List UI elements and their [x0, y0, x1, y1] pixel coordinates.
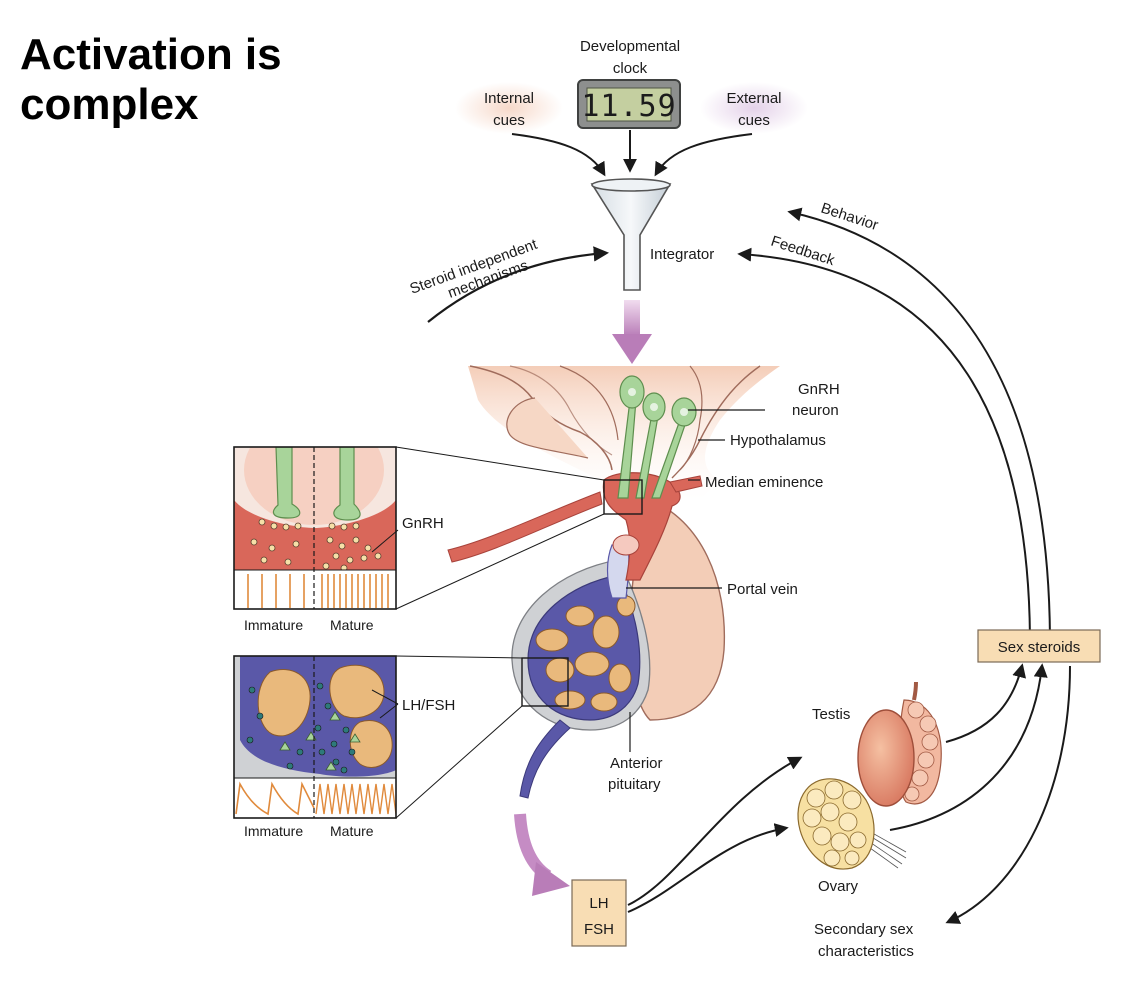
gnrh-neuron-label-2: neuron [792, 402, 839, 419]
fsh-box-label: FSH [584, 921, 614, 938]
median-eminence-label: Median eminence [705, 474, 823, 491]
lh-box-label: LH [589, 895, 608, 912]
internal-cues-label: Internal [484, 90, 534, 107]
clock-display: 11.59 [581, 89, 676, 124]
developmental-clock: Developmental clock 11.59 [577, 38, 681, 129]
ovary [797, 778, 907, 870]
clock-label-2: clock [613, 60, 648, 77]
portal-vein-label: Portal vein [727, 581, 798, 598]
sex-steroids-label: Sex steroids [998, 639, 1081, 656]
inset-gnrh-pulses [233, 446, 397, 610]
integrator-funnel [590, 178, 672, 291]
ovary-label: Ovary [818, 878, 859, 895]
gnrh-neuron-label: GnRH [798, 381, 840, 398]
testis-label: Testis [812, 706, 850, 723]
clock-label: Developmental [580, 38, 680, 55]
inset-b-immature-label: Immature [244, 823, 303, 839]
secondary-sex-label: Secondary sex [814, 921, 914, 938]
sex-steroids-box [977, 629, 1101, 663]
secondary-sex-label-2: characteristics [818, 943, 914, 960]
lhfsh-inset-label: LH/FSH [402, 697, 455, 714]
inset-b-mature-label: Mature [330, 823, 374, 839]
behavior-label: Behavior [819, 200, 881, 234]
internal-cues-label-2: cues [493, 112, 525, 129]
external-cues-label-2: cues [738, 112, 770, 129]
hypothalamus-label: Hypothalamus [730, 432, 826, 449]
integrator-label: Integrator [650, 246, 714, 263]
testis [857, 681, 942, 807]
lh-fsh-box [571, 879, 627, 947]
gnrh-label: GnRH [402, 515, 444, 532]
anterior-pituitary-label: Anterior [610, 755, 663, 772]
inset-lhfsh-pulses [233, 655, 397, 819]
external-cues-label: External [726, 90, 781, 107]
inset-a-mature-label: Mature [330, 617, 374, 633]
hypothalamus-pituitary [447, 365, 780, 799]
integrator-output-arrow [612, 300, 652, 364]
inset-a-immature-label: Immature [244, 617, 303, 633]
slide-title: Activation is complex [20, 30, 282, 129]
anterior-pituitary-label-2: pituitary [608, 776, 661, 793]
